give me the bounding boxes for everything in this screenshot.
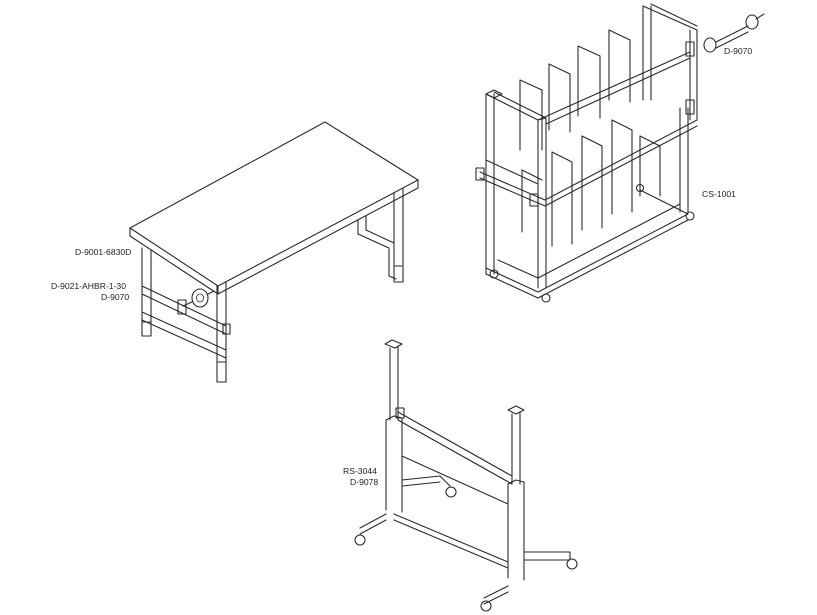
storage-cart: [475, 3, 765, 303]
label-table-top: D-9001-6830D: [75, 247, 131, 257]
label-table-reel: D-9070: [101, 292, 129, 302]
label-stand: RS-3044: [343, 466, 377, 476]
label-cart-reel: D-9070: [724, 46, 752, 56]
work-table: [128, 121, 420, 383]
label-cart: CS-1001: [702, 189, 736, 199]
reel-stand: [354, 339, 578, 612]
label-stand-reel: D-9078: [350, 477, 378, 487]
label-table-upright: D-9021-AHBR-1-30: [51, 281, 126, 291]
